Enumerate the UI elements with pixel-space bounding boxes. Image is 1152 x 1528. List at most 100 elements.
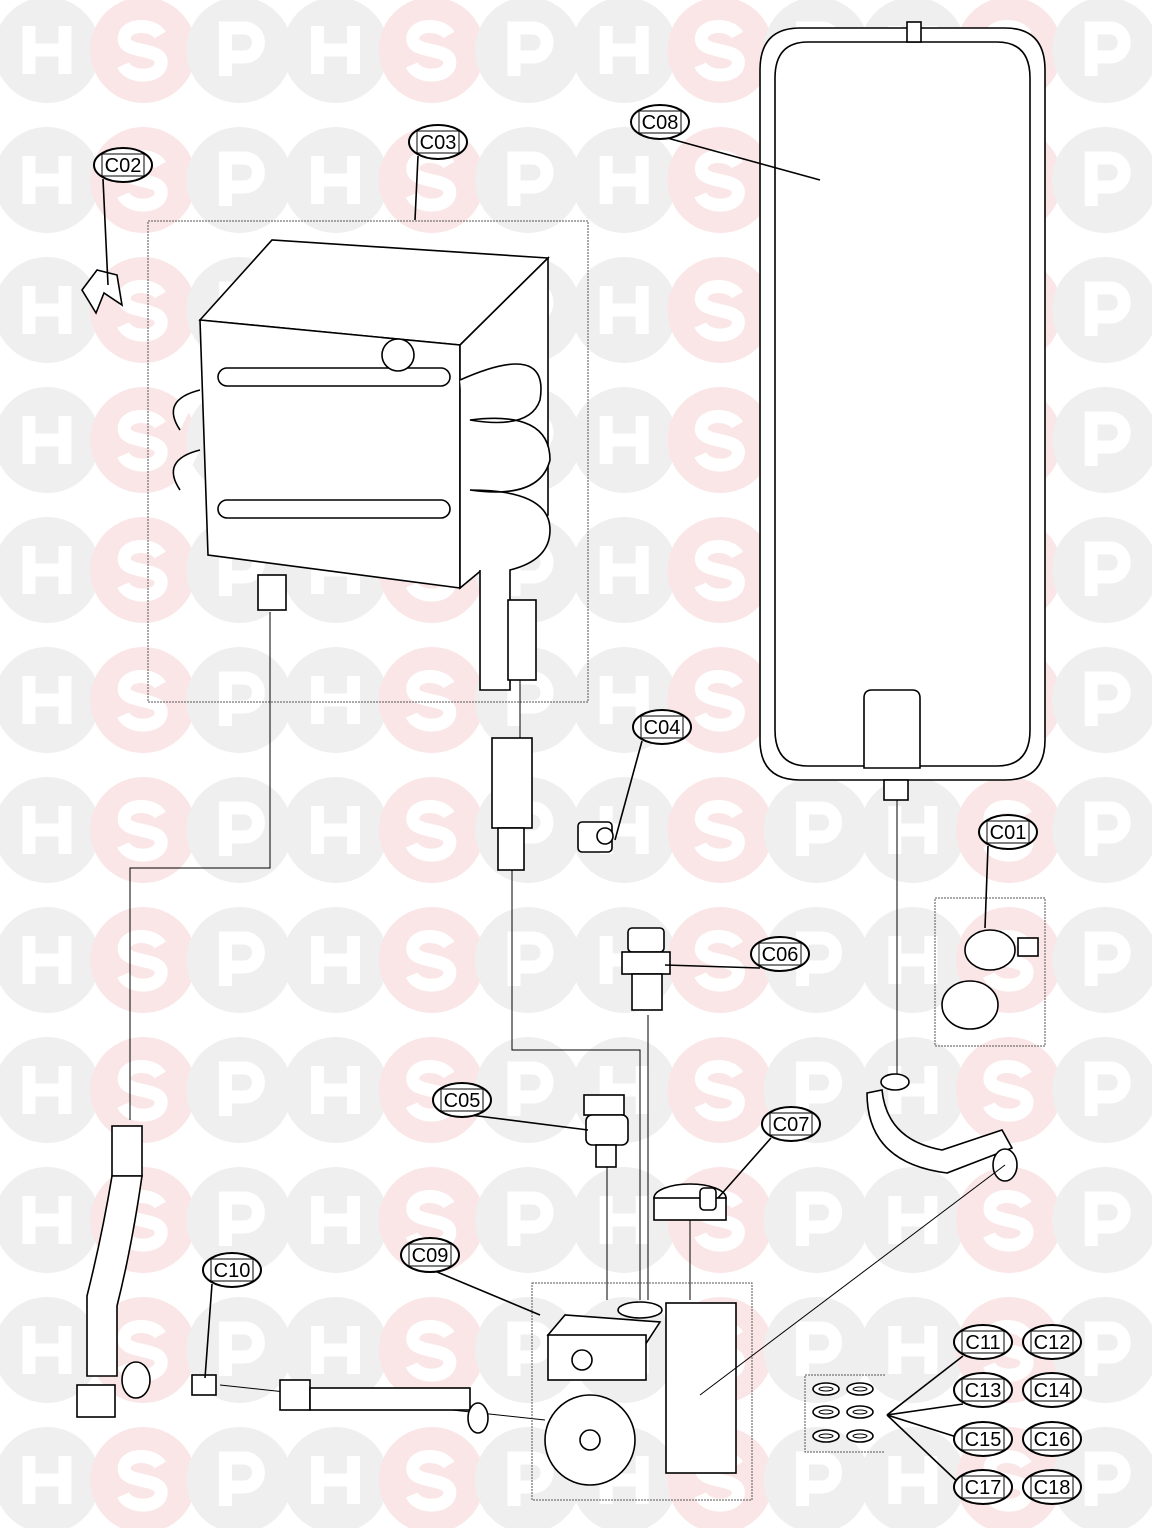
- watermark-s-logo: [90, 0, 197, 103]
- leader-line: [614, 740, 643, 841]
- watermark-s-logo: [667, 517, 774, 623]
- callout-c05[interactable]: C05: [432, 1082, 492, 1118]
- watermark-p-logo: [763, 907, 870, 1013]
- callout-c12[interactable]: C12: [1022, 1324, 1082, 1360]
- watermark-h-logo: [859, 1427, 966, 1528]
- callout-label: C10: [214, 1260, 251, 1282]
- watermark-s-logo: [378, 907, 485, 1013]
- watermark-s-logo: [90, 1427, 197, 1528]
- callout-c07[interactable]: C07: [761, 1106, 821, 1142]
- watermark-p-logo: [475, 0, 581, 103]
- watermark-p-logo: [186, 0, 293, 103]
- part-c04[interactable]: [577, 821, 614, 853]
- callout-label: C06: [762, 944, 799, 966]
- watermark-h-logo: [0, 127, 100, 233]
- part-c02[interactable]: [81, 269, 124, 315]
- watermark-h-logo: [571, 127, 678, 233]
- o-ring: [846, 1382, 874, 1396]
- watermark-s-logo: [956, 1037, 1062, 1143]
- watermark-s-logo: [667, 0, 774, 103]
- watermark-h-logo: [859, 1167, 966, 1273]
- watermark-s-logo: [956, 1167, 1062, 1273]
- callout-c16[interactable]: C16: [1022, 1421, 1082, 1457]
- callout-c09[interactable]: C09: [400, 1237, 460, 1273]
- callout-c04[interactable]: C04: [632, 709, 692, 745]
- leader-line: [886, 1403, 964, 1416]
- watermark-p-logo: [1052, 1427, 1152, 1528]
- washer-set[interactable]: [804, 1374, 885, 1453]
- part-c05[interactable]: [583, 1094, 629, 1168]
- callout-label: C13: [965, 1380, 1002, 1402]
- watermark-p-logo: [475, 127, 581, 233]
- callout-c03[interactable]: C03: [408, 124, 468, 160]
- watermark-p-logo: [1052, 0, 1152, 103]
- watermark-h-logo: [282, 1297, 389, 1403]
- callout-c06[interactable]: C06: [750, 936, 810, 972]
- leader-line: [717, 1137, 772, 1199]
- watermark-p-logo: [186, 777, 293, 883]
- watermark-h-logo: [0, 1297, 100, 1403]
- part-c10[interactable]: [191, 1374, 217, 1396]
- watermark-p-logo: [186, 1167, 293, 1273]
- leader-line: [204, 1283, 213, 1379]
- watermark-h-logo: [571, 257, 678, 363]
- watermark-s-logo: [90, 517, 197, 623]
- callout-c10[interactable]: C10: [202, 1252, 262, 1288]
- callout-c02[interactable]: C02: [93, 147, 153, 183]
- callout-c13[interactable]: C13: [953, 1372, 1013, 1408]
- watermark-h-logo: [0, 387, 100, 493]
- watermark-h-logo: [859, 777, 966, 883]
- callout-label: C01: [990, 822, 1027, 844]
- callout-label: C16: [1034, 1429, 1071, 1451]
- callout-c01[interactable]: C01: [978, 814, 1038, 850]
- callout-c17[interactable]: C17: [953, 1469, 1013, 1505]
- part-c07[interactable]: [653, 1183, 727, 1221]
- watermark-h-logo: [859, 907, 966, 1013]
- watermark-p-logo: [1052, 517, 1152, 623]
- part-c01[interactable]: [934, 897, 1046, 1047]
- watermark-p-logo: [1052, 647, 1152, 753]
- callout-label: C18: [1034, 1477, 1071, 1499]
- pump-c09[interactable]: [531, 1282, 753, 1501]
- callout-c08[interactable]: C08: [630, 104, 690, 140]
- callout-c18[interactable]: C18: [1022, 1469, 1082, 1505]
- watermark-p-logo: [475, 1167, 581, 1273]
- callout-label: C09: [412, 1245, 449, 1267]
- callout-label: C04: [644, 717, 681, 739]
- callout-c15[interactable]: C15: [953, 1421, 1013, 1457]
- watermark-s-logo: [90, 387, 197, 493]
- watermark-h-logo: [282, 1427, 389, 1528]
- callout-c11[interactable]: C11: [953, 1324, 1013, 1360]
- watermark-s-logo: [667, 257, 774, 363]
- watermark-p-logo: [1052, 907, 1152, 1013]
- callout-label: C15: [965, 1429, 1002, 1451]
- watermark-s-logo: [667, 1037, 774, 1143]
- watermark-p-logo: [475, 907, 581, 1013]
- callout-label: C14: [1034, 1380, 1071, 1402]
- leader-lines: [102, 135, 1006, 1488]
- callout-label: C05: [444, 1090, 481, 1112]
- o-ring: [812, 1382, 840, 1396]
- watermark-h-logo: [282, 1037, 389, 1143]
- callout-label: C08: [642, 112, 679, 134]
- watermark-s-logo: [90, 1037, 197, 1143]
- callout-c14[interactable]: C14: [1022, 1372, 1082, 1408]
- expansion-vessel-c08[interactable]: [759, 21, 1046, 801]
- watermark-h-logo: [282, 647, 389, 753]
- callout-label: C07: [773, 1114, 810, 1136]
- watermark-p-logo: [1052, 1167, 1152, 1273]
- watermark-h-logo: [0, 907, 100, 1013]
- watermark-p-logo: [1052, 1037, 1152, 1143]
- watermark-s-logo: [667, 777, 774, 883]
- watermark-p-logo: [763, 777, 870, 883]
- heat-exchanger-c03[interactable]: [147, 220, 589, 703]
- watermark-p-logo: [186, 647, 293, 753]
- watermark-s-logo: [90, 777, 197, 883]
- callout-label: C02: [105, 155, 142, 177]
- watermark-s-logo: [667, 387, 774, 493]
- watermark-s-logo: [378, 1297, 485, 1403]
- part-c06[interactable]: [621, 927, 671, 1011]
- watermark-h-logo: [282, 1167, 389, 1273]
- watermark-s-logo: [378, 647, 485, 753]
